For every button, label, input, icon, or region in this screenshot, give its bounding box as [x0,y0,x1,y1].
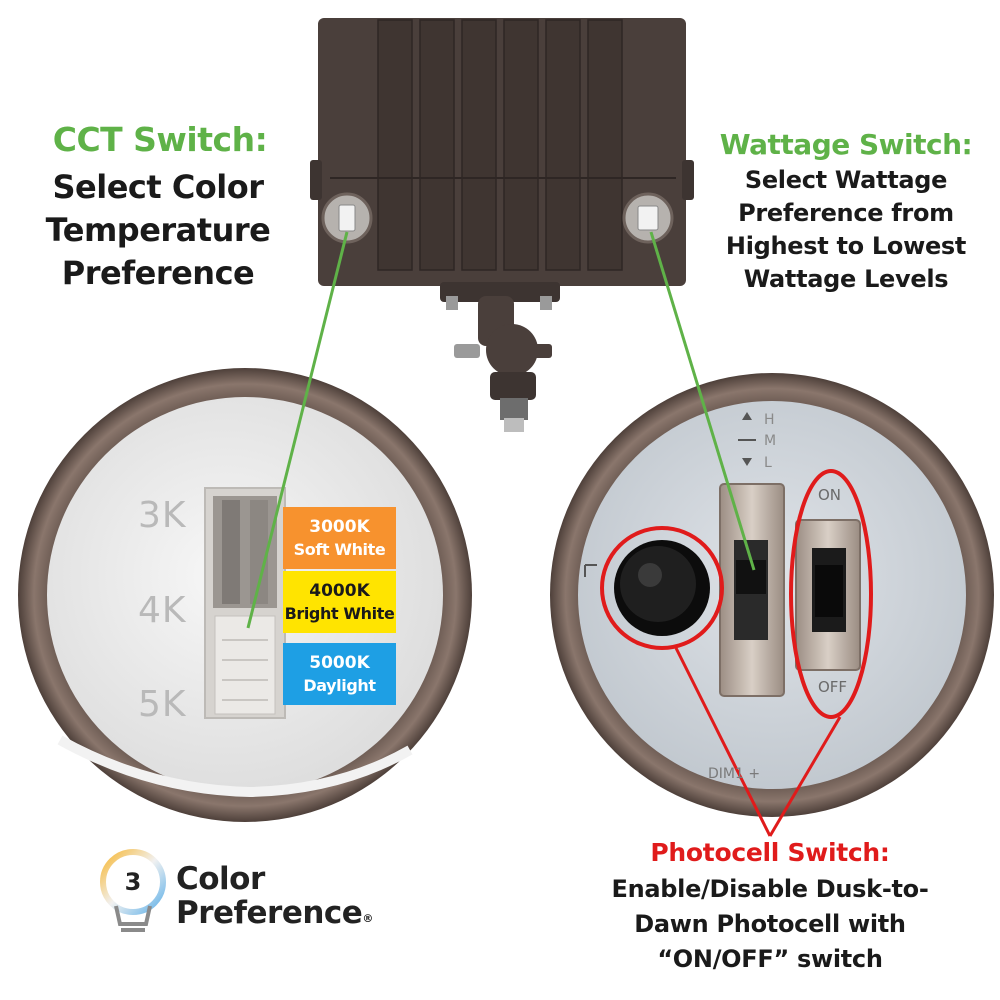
cct-option-3000k: 3000K Soft White [283,507,396,569]
photocell-switch-title: Photocell Switch: [650,838,890,867]
dim-terminal-label: DIM1 + [708,766,761,782]
cct-option-kelvin: 3000K [309,516,370,537]
fixture-housing [310,18,694,432]
wattage-level-low: L [764,455,772,471]
cct-label-3k: 3K [138,495,187,536]
photocell-switch-description: Enable/Disable Dusk-to-Dawn Photocell wi… [611,875,929,973]
logo-line-2: Preference® [176,896,373,930]
logo-number: 3 [124,868,142,896]
wattage-level-high: H [764,412,775,428]
wattage-level-medium: M [764,433,777,449]
callout-lines [246,231,842,837]
wattage-switch-title: Wattage Switch: [719,128,973,161]
cct-option-name: Daylight [303,675,376,695]
logo-line-1: Color [176,861,265,897]
cct-switch-description: Select Color Temperature Preference [45,168,271,292]
cct-option-name: Soft White [293,539,386,559]
cct-dial [18,368,472,822]
photocell-off-label: OFF [818,678,848,696]
switch-dial [550,373,994,817]
registered-mark: ® [362,912,373,925]
wattage-switch-description: Select Wattage Preference from Highest t… [725,166,967,293]
cct-label-5k: 5K [138,684,187,725]
cct-option-5000k: 5000K Daylight [283,643,396,705]
logo-wordmark: Color Preference® [176,862,373,930]
logo-line-2-text: Preference [176,895,363,931]
cct-option-name: Bright White [284,603,395,623]
cct-option-4000k: 4000K Bright White [283,571,396,633]
three-color-bulb-icon [100,849,166,932]
cct-option-kelvin: 5000K [309,652,370,673]
cct-option-kelvin: 4000K [309,580,370,601]
photocell-on-label: ON [818,486,842,504]
cct-switch-title: CCT Switch: [52,120,268,159]
cct-label-4k: 4K [138,590,187,631]
